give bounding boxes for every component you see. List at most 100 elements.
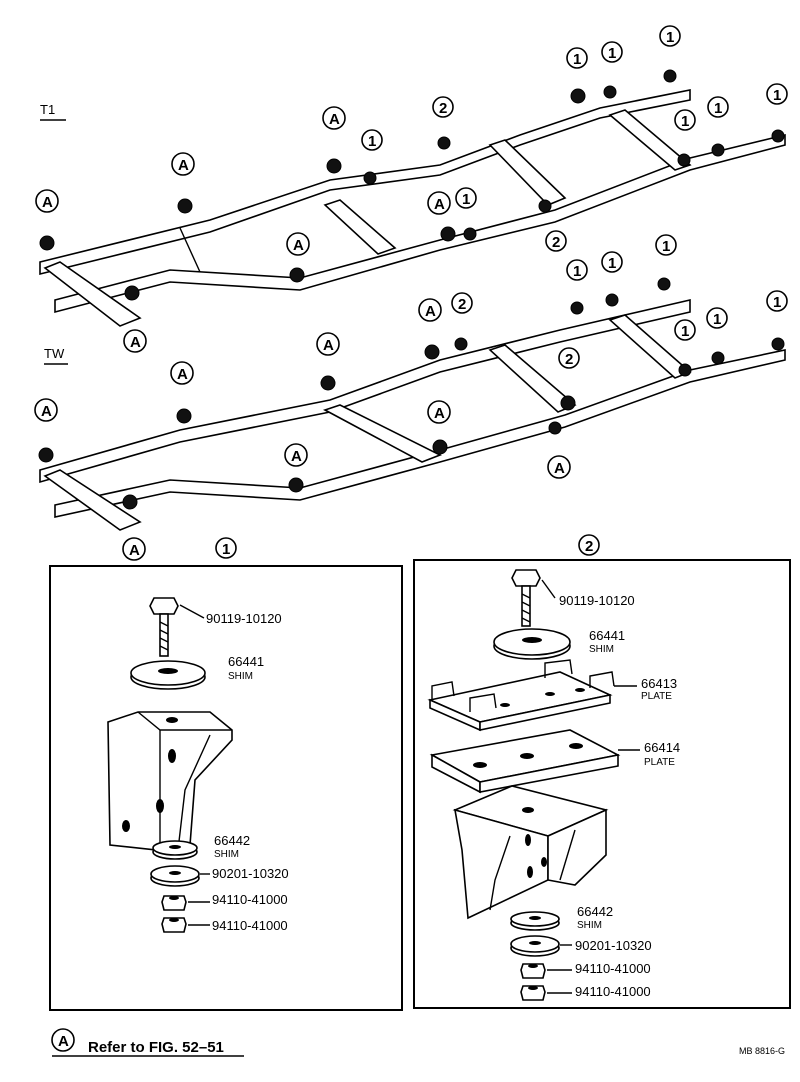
- svg-text:A: A: [434, 196, 445, 213]
- callout-a-marker: A: [286, 232, 310, 256]
- callout-a-marker: A: [34, 398, 58, 422]
- svg-text:1: 1: [573, 263, 581, 280]
- svg-text:A: A: [42, 194, 53, 211]
- p2-part-4-name: PLATE: [644, 757, 675, 768]
- callout-one-marker: 1: [361, 129, 383, 151]
- ref-marker: A: [51, 1028, 75, 1052]
- callout-one-marker: 1: [674, 109, 696, 131]
- svg-text:A: A: [425, 303, 436, 320]
- callout-one-marker: 1: [566, 259, 588, 281]
- svg-text:A: A: [130, 334, 141, 351]
- mount-bracket-icon: [107, 711, 233, 853]
- panel-1-title: 1: [215, 537, 237, 559]
- svg-text:1: 1: [714, 100, 722, 117]
- p2-part-5-name: SHIM: [577, 920, 602, 931]
- p2-part-8-number: 94110-41000: [575, 984, 651, 999]
- callout-one-marker: 1: [601, 41, 623, 63]
- callout-one-marker: 1: [655, 234, 677, 256]
- callout-two-marker: 2: [432, 96, 454, 118]
- svg-text:A: A: [434, 405, 445, 422]
- svg-text:1: 1: [773, 294, 781, 311]
- p1-part-1-number: 90119-10120: [206, 611, 282, 626]
- channel-plate-icon: [427, 659, 615, 732]
- p2-part-2-name: SHIM: [589, 644, 614, 655]
- callout-two-marker: 2: [451, 292, 473, 314]
- svg-text:1: 1: [713, 311, 721, 328]
- p1-part-4-number: 90201-10320: [212, 866, 289, 881]
- svg-text:2: 2: [439, 100, 447, 117]
- nut-icon: [161, 917, 187, 933]
- p2-part-5-number: 66442: [577, 904, 613, 919]
- nut-icon: [520, 985, 546, 1001]
- callout-one-marker: 1: [706, 307, 728, 329]
- svg-text:A: A: [291, 448, 302, 465]
- svg-text:2: 2: [585, 538, 593, 555]
- nut-icon: [161, 895, 187, 911]
- callout-a-marker: A: [427, 400, 451, 424]
- mount-bracket-icon: [452, 785, 609, 920]
- callout-a-marker: A: [418, 298, 442, 322]
- svg-text:1: 1: [608, 255, 616, 272]
- shim-washer-icon: [493, 628, 571, 660]
- callout-a-marker: A: [547, 455, 571, 479]
- panel-2-title: 2: [578, 534, 600, 556]
- nut-icon: [520, 963, 546, 979]
- svg-text:1: 1: [773, 87, 781, 104]
- callout-a-marker: A: [322, 106, 346, 130]
- svg-text:A: A: [329, 111, 340, 128]
- lower-shim-icon: [152, 840, 198, 860]
- p2-part-3-name: PLATE: [641, 691, 672, 702]
- svg-text:A: A: [293, 237, 304, 254]
- svg-text:2: 2: [565, 351, 573, 368]
- washer-icon: [150, 865, 200, 887]
- p2-part-2-number: 66441: [589, 628, 625, 643]
- svg-text:1: 1: [681, 113, 689, 130]
- p2-part-7-number: 94110-41000: [575, 961, 651, 976]
- p2-part-4-number: 66414: [644, 740, 680, 755]
- svg-text:A: A: [554, 460, 565, 477]
- frame-t1-mounts: [39, 69, 785, 301]
- callout-one-marker: 1: [659, 25, 681, 47]
- svg-text:1: 1: [462, 191, 470, 208]
- callout-a-marker: A: [123, 329, 147, 353]
- svg-text:A: A: [41, 403, 52, 420]
- callout-one-marker: 1: [707, 96, 729, 118]
- p1-part-6-number: 94110-41000: [212, 918, 288, 933]
- callout-one-marker: 1: [601, 251, 623, 273]
- p1-part-5-number: 94110-41000: [212, 892, 288, 907]
- svg-text:2: 2: [458, 296, 466, 313]
- p1-part-2-name: SHIM: [228, 671, 253, 682]
- p1-part-3-name: SHIM: [214, 849, 239, 860]
- callout-a-marker: A: [284, 443, 308, 467]
- panel-1: 1 90119-10120 66441 SHIM: [49, 537, 403, 1011]
- svg-text:2: 2: [552, 234, 560, 251]
- frame-t1-label: T1: [40, 102, 55, 117]
- callout-one-marker: 1: [766, 290, 788, 312]
- svg-text:A: A: [58, 1033, 69, 1050]
- p2-part-1-number: 90119-10120: [559, 593, 635, 608]
- frame-tw-label: TW: [44, 346, 65, 361]
- flat-plate-icon: [429, 729, 621, 794]
- callout-a-marker: A: [170, 361, 194, 385]
- callout-one-marker: 1: [766, 83, 788, 105]
- footer: A Refer to FIG. 52–51 MB 8816-G: [51, 1028, 785, 1057]
- svg-text:A: A: [178, 157, 189, 174]
- frame-tw-mounts: [38, 277, 785, 510]
- svg-text:1: 1: [222, 541, 230, 558]
- p1-part-2-number: 66441: [228, 654, 264, 669]
- shim-washer-icon: [130, 660, 206, 690]
- frame-t1: T1 A: [35, 25, 788, 353]
- callout-a-marker: A: [316, 332, 340, 356]
- svg-text:1: 1: [608, 45, 616, 62]
- frame-tw-callouts: A A A A 2 1 1 1 1 1 1 2 A A A A: [34, 234, 788, 561]
- frame-t1-callouts: A A A 1 2 1 1 1 1 1 1 A 1 2 A A: [35, 25, 788, 353]
- svg-text:1: 1: [368, 133, 376, 150]
- panel-2: 2 90119-10120 66441 SHIM: [413, 534, 791, 1009]
- svg-text:1: 1: [573, 51, 581, 68]
- p1-part-3-number: 66442: [214, 833, 250, 848]
- callout-one-marker: 1: [566, 47, 588, 69]
- svg-text:A: A: [323, 337, 334, 354]
- drawing-code: MB 8816-G: [739, 1046, 785, 1056]
- callout-one-marker: 1: [674, 319, 696, 341]
